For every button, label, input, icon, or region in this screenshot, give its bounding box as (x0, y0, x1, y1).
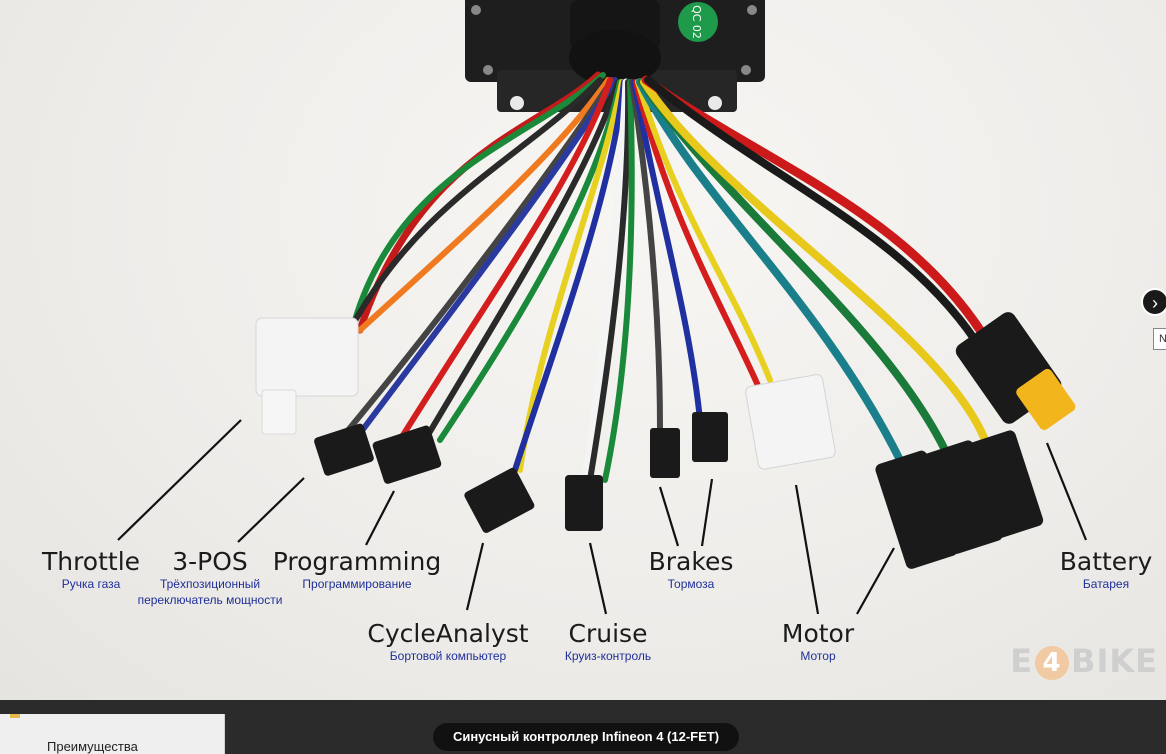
pos3-connector (314, 423, 374, 476)
hall-connector (745, 374, 836, 470)
cycleanalyst-connector (464, 467, 535, 533)
motor-label: Motor Мотор (782, 620, 854, 664)
product-photo: QC 02 (0, 0, 1166, 700)
cruise-connector (565, 475, 603, 531)
pos3-label: 3-POS Трёхпозиционный переключатель мощн… (138, 548, 283, 608)
throttle-label: Throttle Ручка газа (42, 548, 140, 592)
motor-label-ru: Мотор (800, 649, 836, 663)
throttle-label-ru: Ручка газа (61, 577, 121, 591)
programming-connector (372, 425, 442, 484)
svg-text:QC 02: QC 02 (690, 5, 703, 39)
cruise-label-ru: Круиз-контроль (564, 649, 652, 663)
qc-sticker (678, 2, 718, 42)
brakes-label: Brakes Тормоза (649, 548, 734, 592)
brakes-label-ru: Тормоза (667, 577, 715, 591)
image-caption: Синусный контроллер Infineon 4 (12-FET) (433, 723, 739, 751)
chevron-right-icon: › (1152, 293, 1158, 313)
watermark-left: E (1010, 642, 1034, 680)
battery-label-ru: Батарея (1082, 577, 1130, 591)
next-image-button[interactable]: › (1141, 288, 1166, 316)
pos3-label-en: 3-POS (172, 547, 248, 576)
programming-label: Programming Программирование (273, 548, 442, 592)
tooltip-peek: N (1153, 328, 1166, 350)
battery-label-en: Battery (1059, 547, 1153, 576)
sidebar-accent (10, 714, 20, 718)
programming-label-ru: Программирование (302, 577, 412, 591)
cruise-label: Cruise Круиз-контроль (565, 620, 651, 664)
xt60-plug (1016, 368, 1076, 430)
throttle-label-en: Throttle (41, 547, 141, 576)
brake-right-connector (692, 412, 728, 462)
motor-label-en: Motor (781, 619, 855, 648)
motor-phase-2 (921, 440, 1003, 554)
battery-label: Battery Батарея (1060, 548, 1153, 592)
sidebar-panel: Преимущества (0, 714, 225, 754)
throttle-connector (255, 317, 359, 397)
programming-label-en: Programming (272, 547, 442, 576)
brake-left-connector (650, 428, 680, 478)
cycleanalyst-label-en: CycleAnalyst (367, 619, 529, 648)
sidebar-item-advantages[interactable]: Преимущества (47, 739, 138, 754)
wiring-illustration: QC 02 (117, 0, 1088, 615)
pos3-label-ru-line1: Трёхпозиционный (159, 577, 261, 591)
motor-phase-3 (963, 430, 1044, 540)
cycleanalyst-label: CycleAnalyst Бортовой компьютер (367, 620, 528, 664)
pos3-label-ru-line2: переключатель мощности (137, 593, 283, 607)
motor-phase-1 (875, 450, 958, 569)
cruise-label-en: Cruise (568, 619, 648, 648)
watermark-mid: 4 (1035, 646, 1070, 680)
watermark-right: BIKE (1071, 642, 1158, 680)
brakes-label-en: Brakes (648, 547, 734, 576)
cycleanalyst-label-ru: Бортовой компьютер (389, 649, 507, 663)
